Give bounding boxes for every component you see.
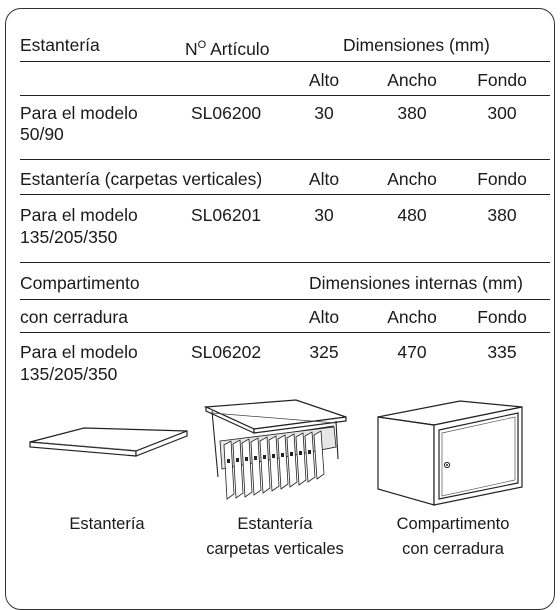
section2-fondo: Fondo bbox=[477, 169, 527, 189]
row2-alto: 30 bbox=[314, 205, 334, 225]
row2-desc-line2: 135/205/350 bbox=[20, 227, 118, 247]
section3-dims-title: Dimensiones internas (mm) bbox=[309, 273, 523, 293]
row1-alto: 30 bbox=[314, 103, 334, 123]
section3-fondo: Fondo bbox=[477, 307, 527, 327]
divider bbox=[20, 61, 550, 62]
row1-fondo: 300 bbox=[487, 103, 517, 123]
row3-ancho: 470 bbox=[397, 342, 427, 362]
caption-compartment-line2: con cerradura bbox=[402, 540, 504, 558]
section3-title-line1: Compartimento bbox=[20, 273, 140, 293]
shelf-illustration bbox=[29, 427, 188, 457]
caption-file-shelf-line2: carpetas verticales bbox=[206, 540, 344, 558]
section3-alto: Alto bbox=[308, 307, 340, 327]
section2-title: Estantería (carpetas verticales) bbox=[20, 169, 263, 189]
row1-article: SL06200 bbox=[191, 103, 262, 123]
header-product: Estantería bbox=[20, 35, 100, 55]
row3-desc-line1: Para el modelo bbox=[20, 342, 138, 362]
caption-compartment-line1: Compartimento bbox=[396, 515, 510, 533]
section3-title-line2: con cerradura bbox=[20, 307, 128, 327]
section2-alto: Alto bbox=[308, 169, 340, 189]
section3-ancho: Ancho bbox=[387, 307, 437, 327]
header-fondo: Fondo bbox=[477, 70, 527, 90]
row2-ancho: 480 bbox=[397, 205, 427, 225]
divider bbox=[20, 194, 550, 195]
section2-ancho: Ancho bbox=[387, 169, 437, 189]
divider bbox=[20, 332, 550, 333]
row3-fondo: 335 bbox=[487, 342, 517, 362]
compartment-illustration bbox=[377, 400, 523, 506]
divider bbox=[20, 95, 550, 96]
row1-ancho: 380 bbox=[397, 103, 427, 123]
row1-desc-line1: Para el modelo bbox=[20, 103, 138, 123]
row3-article: SL06202 bbox=[191, 342, 262, 362]
header-ancho: Ancho bbox=[387, 70, 437, 90]
divider bbox=[20, 262, 550, 263]
header-dimensions: Dimensiones (mm) bbox=[343, 35, 490, 55]
row3-desc-line2: 135/205/350 bbox=[20, 364, 118, 384]
header-article: NO Artículo bbox=[185, 39, 270, 59]
header-alto: Alto bbox=[308, 70, 340, 90]
divider bbox=[20, 159, 550, 160]
caption-shelf: Estantería bbox=[69, 515, 145, 533]
file-shelf-illustration bbox=[203, 399, 347, 500]
row2-article: SL06201 bbox=[191, 205, 262, 225]
row1-desc-line2: 50/90 bbox=[20, 124, 64, 144]
divider bbox=[20, 299, 550, 300]
row3-alto: 325 bbox=[309, 342, 339, 362]
row2-desc-line1: Para el modelo bbox=[20, 205, 138, 225]
row2-fondo: 380 bbox=[487, 205, 517, 225]
caption-file-shelf-line1: Estantería bbox=[237, 515, 313, 533]
